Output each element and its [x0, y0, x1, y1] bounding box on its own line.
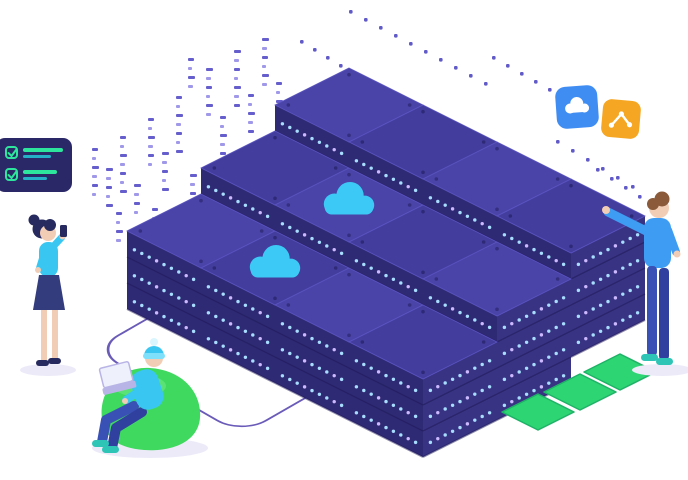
- torso: [644, 218, 671, 268]
- server-unit: [422, 241, 572, 421]
- floor-tile: [543, 373, 617, 411]
- checklist-row: [5, 168, 57, 181]
- network-graph-icon: [608, 111, 633, 128]
- server-unit: [496, 178, 646, 358]
- server-unit: [348, 304, 498, 458]
- green-floor-tiles: [501, 353, 657, 431]
- man-inspecting-servers: [602, 191, 688, 376]
- cloud-glyph-icon: [565, 97, 590, 114]
- dotted-trail-decoration: [300, 10, 656, 208]
- skirt: [33, 275, 65, 310]
- cloud-app-icon: [555, 85, 599, 129]
- person-on-beanbag-with-laptop: [92, 338, 208, 458]
- woman-with-phone: [20, 214, 76, 376]
- check-icon: [7, 149, 17, 158]
- server-cloud-icon: [323, 182, 375, 215]
- floor-tile: [501, 393, 575, 431]
- checklist-row: [5, 146, 63, 159]
- server-stack: [126, 67, 646, 458]
- server-cloud-icon: [249, 245, 301, 278]
- laptop-icon: [98, 361, 137, 395]
- phone-icon: [60, 225, 67, 237]
- check-icon: [7, 171, 17, 180]
- analytics-app-icon: [601, 99, 641, 139]
- checklist-card: [0, 138, 72, 192]
- binary-code-decoration: [92, 38, 297, 242]
- server-unit: [126, 193, 276, 347]
